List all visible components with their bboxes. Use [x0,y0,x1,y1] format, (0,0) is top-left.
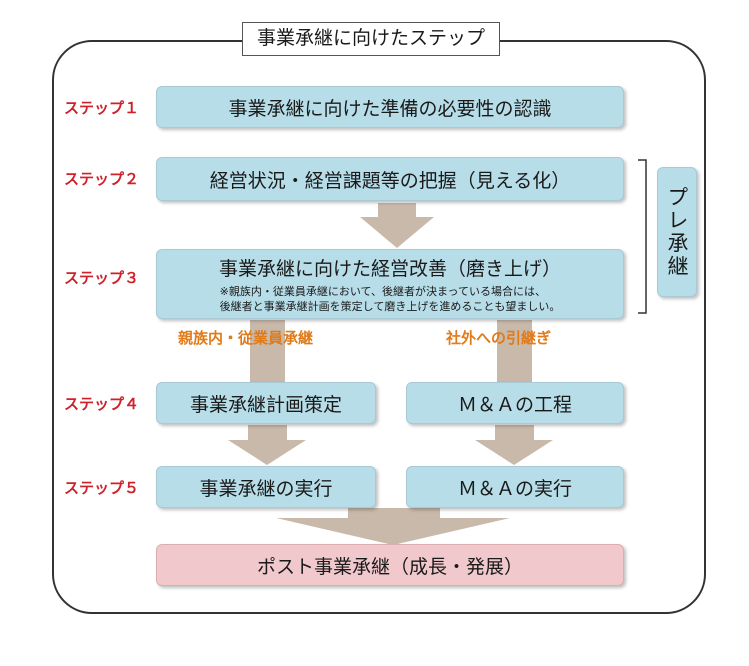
step-2-text: 経営状況・経営課題等の把握（見える化） [209,169,571,192]
post-succession-text: ポスト事業承継（成長・発展） [256,555,523,578]
step-1-box: 事業承継に向けた準備の必要性の認識 [156,86,624,128]
arrow-step2-to-step3 [360,203,434,248]
step-4-label: ステップ４ [64,395,140,413]
arrow-step4-to-step5-left [228,425,306,465]
pre-succession-bracket [638,159,647,314]
step-5-label: ステップ５ [64,479,140,497]
step-3-box: 事業承継に向けた経営改善（磨き上げ） ※親族内・従業員承継において、後継者が決ま… [156,249,624,319]
step-4-right-box: Ｍ＆Ａの工程 [406,382,624,424]
step-1-text: 事業承継に向けた準備の必要性の認識 [228,97,552,120]
step-4-right-text: Ｍ＆Ａの工程 [457,393,572,416]
step-5-left-text: 事業承継の実行 [199,477,333,500]
step-3-text: 事業承継に向けた経営改善（磨き上げ） [218,258,561,280]
step-5-right-box: Ｍ＆Ａの実行 [406,466,624,508]
step-3-label: ステップ３ [64,269,140,287]
step-3-note-line-1: ※親族内・従業員承継において、後継者が決まっている場合には、 [219,285,547,298]
pre-succession-box: プレ承継 [657,167,697,297]
post-succession-box: ポスト事業承継（成長・発展） [156,544,624,586]
arrow-step3-to-right [497,320,532,382]
step-2-label: ステップ２ [64,170,140,188]
step-3-note: ※親族内・従業員承継において、後継者が決まっている場合には、 後継者と事業承継計… [220,284,561,314]
arrow-step4-to-step5-right [475,425,553,465]
arrow-step3-to-left [250,320,285,382]
step-2-box: 経営状況・経営課題等の把握（見える化） [156,157,624,201]
step-5-left-box: 事業承継の実行 [156,466,376,508]
step-1-label: ステップ１ [64,99,140,117]
pre-succession-label: プレ承継 [665,186,689,278]
route-left-label: 親族内・従業員承継 [178,329,314,347]
step-4-left-text: 事業承継計画策定 [189,393,342,416]
arrow-to-final [276,508,510,545]
diagram-title: 事業承継に向けたステップ [242,22,501,56]
step-4-left-box: 事業承継計画策定 [156,382,376,424]
route-right-label: 社外への引継ぎ [446,329,552,347]
step-5-right-text: Ｍ＆Ａの実行 [457,477,572,500]
step-3-note-line-2: 後継者と事業承継計画を策定して磨き上げを進めることも望ましい。 [219,300,561,313]
